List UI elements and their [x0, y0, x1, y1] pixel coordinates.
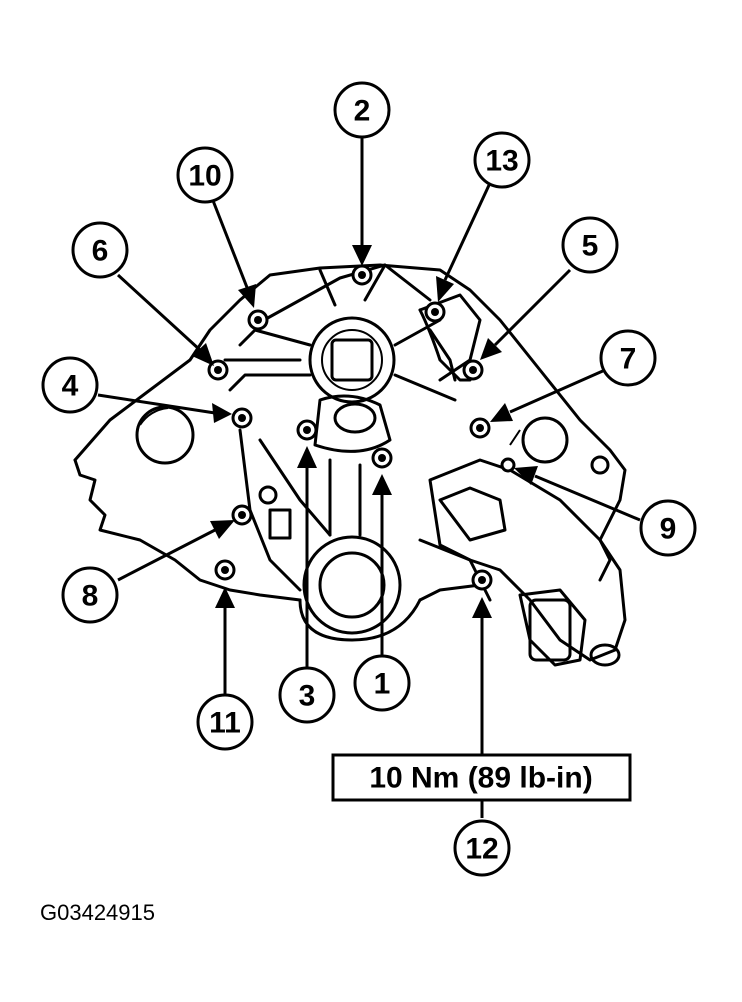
bolt-4	[231, 407, 253, 429]
callout-1: 1	[353, 654, 411, 712]
callout-10: 10	[176, 146, 234, 204]
svg-text:3: 3	[299, 680, 316, 713]
callout-13: 13	[473, 131, 531, 189]
bolts	[207, 264, 516, 591]
bolt-2	[351, 264, 373, 286]
bolt-5	[462, 359, 484, 381]
bolt-7	[469, 417, 491, 439]
svg-text:8: 8	[82, 580, 99, 613]
callout-circles: 2 10 13 6 5 4 7 9	[41, 81, 697, 877]
bolt-10	[247, 309, 269, 331]
torque-spec-box: 10 Nm (89 lb-in)	[331, 753, 632, 802]
callout-7: 7	[599, 329, 657, 387]
svg-text:6: 6	[92, 235, 109, 268]
bolt-8	[231, 504, 253, 526]
torque-spec-text: 10 Nm (89 lb-in)	[369, 762, 592, 795]
bolt-9	[500, 457, 516, 473]
callout-12: 12	[453, 819, 511, 877]
bolt-13	[424, 301, 446, 323]
callout-9: 9	[639, 499, 697, 557]
bolt-11	[214, 559, 236, 581]
front-cover-illustration	[73, 263, 627, 667]
bolt-1	[371, 447, 393, 469]
callout-8: 8	[61, 566, 119, 624]
figure-id: G03424915	[40, 900, 155, 925]
svg-text:9: 9	[660, 513, 677, 546]
callout-2: 2	[333, 81, 391, 139]
svg-text:5: 5	[582, 230, 599, 263]
svg-text:11: 11	[209, 707, 241, 740]
svg-text:4: 4	[62, 370, 79, 403]
svg-text:12: 12	[465, 833, 498, 866]
svg-text:7: 7	[620, 343, 637, 376]
callout-11: 11	[196, 693, 254, 751]
bolt-3	[296, 419, 318, 441]
svg-text:1: 1	[374, 668, 391, 701]
callout-6: 6	[71, 221, 129, 279]
svg-text:2: 2	[354, 95, 371, 128]
callout-4: 4	[41, 356, 99, 414]
svg-text:13: 13	[485, 145, 518, 178]
callout-5: 5	[561, 216, 619, 274]
callout-3: 3	[278, 666, 336, 724]
bolt-12	[471, 569, 493, 591]
svg-text:10: 10	[188, 160, 221, 193]
leader-lines	[97, 138, 641, 818]
